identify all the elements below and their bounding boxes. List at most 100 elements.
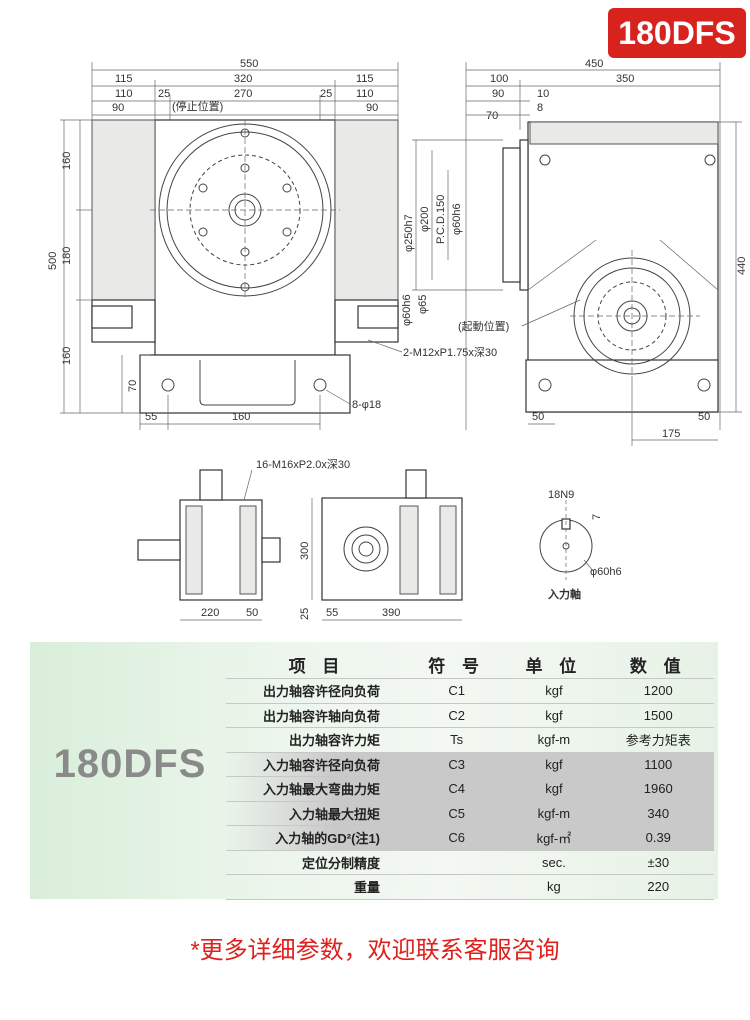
row-value: 340	[602, 801, 714, 826]
dim-50-side-right: 50	[698, 411, 710, 423]
row-symbol: C2	[408, 703, 506, 728]
dim-pcd150: P.C.D.150	[435, 195, 447, 244]
front-shaft-dia2-label: φ65	[417, 295, 429, 314]
header-value: 数 值	[602, 650, 714, 679]
table-row: 定位分制精度 sec. ±30	[226, 850, 714, 875]
dim-500: 500	[47, 252, 59, 270]
dim-90-side: 90	[492, 88, 504, 100]
dim-160-top: 160	[61, 152, 73, 170]
row-value: 1960	[602, 776, 714, 802]
table-row: 出力轴容许力矩 Ts kgf-m 参考力矩表	[226, 727, 714, 753]
row-value: 220	[602, 874, 714, 900]
table-row: 入力轴的GD²(注1) C6 kgf-㎡ 0.39	[226, 825, 714, 851]
row-item: 定位分制精度	[226, 850, 408, 875]
table-row: 入力轴最大弯曲力矩 C4 kgf 1960	[226, 776, 714, 802]
header-unit: 单 位	[505, 650, 603, 679]
row-item: 入力轴容许径向负荷	[226, 752, 408, 777]
dim-phi200: φ200	[419, 207, 431, 233]
dim-50-small: 50	[246, 607, 258, 619]
table-row: 出力轴容许径向负荷 C1 kgf 1200	[226, 678, 714, 704]
spec-model-name: 180DFS	[53, 742, 207, 786]
header-symbol: 符 号	[408, 650, 506, 679]
start-position-label: (起動位置)	[458, 319, 509, 333]
row-value: 0.39	[602, 825, 714, 851]
small-views: 16-M16xP2.0x深30 220 50 300 25 55 390 18N…	[137, 458, 622, 621]
side-view: 450 100 350 90 10 8 70 φ250h7 φ200	[403, 58, 748, 446]
dim-115-right: 115	[356, 73, 374, 85]
dim-180: 180	[61, 247, 73, 265]
dim-115-left: 115	[115, 73, 133, 85]
row-symbol: C4	[408, 776, 506, 802]
row-item: 入力轴的GD²(注1)	[226, 825, 408, 851]
row-item: 入力轴最大扭矩	[226, 801, 408, 826]
dim-50-side-left: 50	[532, 411, 544, 423]
stop-position-label: (停止位置)	[172, 99, 223, 113]
row-symbol: C6	[408, 825, 506, 851]
row-unit: kgf	[505, 752, 603, 777]
tap-spec-label: 16-M16xP2.0x深30	[256, 458, 350, 471]
front-view: 550 115 320 115 110 25 270 25 110 90 90	[47, 58, 497, 430]
row-symbol	[408, 874, 506, 900]
row-unit: kg	[505, 874, 603, 900]
dim-25-small: 25	[299, 608, 311, 620]
dim-18n9: 18N9	[548, 489, 574, 501]
dim-25-right: 25	[320, 88, 332, 100]
table-row: 出力轴容许轴向负荷 C2 kgf 1500	[226, 703, 714, 728]
row-unit: kgf	[505, 776, 603, 802]
dim-450: 450	[585, 58, 603, 70]
spec-table: 项 目 符 号 单 位 数 值 出力轴容许径向负荷 C1 kgf 1200 出力…	[226, 650, 714, 900]
dim-320: 320	[234, 73, 252, 85]
dim-90-left: 90	[112, 102, 124, 114]
front-shaft-dia-label: φ60h6	[401, 294, 413, 326]
row-value: 1200	[602, 678, 714, 704]
row-unit: kgf	[505, 703, 603, 728]
row-symbol	[408, 850, 506, 875]
row-symbol: Ts	[408, 727, 506, 753]
dim-160-bottom: 160	[61, 347, 73, 365]
dim-10: 10	[537, 88, 549, 100]
row-unit: kgf-m	[505, 727, 603, 753]
row-item: 出力轴容许力矩	[226, 727, 408, 753]
row-symbol: C3	[408, 752, 506, 777]
row-value: 1500	[602, 703, 714, 728]
dim-phi60-side: φ60h6	[451, 203, 463, 235]
row-unit: kgf-㎡	[505, 825, 603, 851]
row-symbol: C1	[408, 678, 506, 704]
dim-70-side: 70	[486, 110, 498, 122]
dim-8: 8	[537, 102, 543, 114]
header-item: 项 目	[226, 650, 408, 679]
dim-55: 55	[145, 411, 157, 423]
dim-phi60h6-shaft: φ60h6	[590, 566, 622, 578]
row-item: 出力轴容许轴向负荷	[226, 703, 408, 728]
bolt-hole-label: 8-φ18	[352, 399, 381, 411]
thread-spec-label: 2-M12xP1.75x深30	[403, 346, 497, 359]
spec-header-row: 项 目 符 号 单 位 数 值	[226, 650, 714, 679]
technical-drawing: 550 115 320 115 110 25 270 25 110 90 90	[47, 58, 748, 621]
dim-90-right: 90	[366, 102, 378, 114]
dim-220: 220	[201, 607, 219, 619]
dim-55-small: 55	[326, 607, 338, 619]
row-unit: kgf	[505, 678, 603, 704]
row-value: 参考力矩表	[602, 727, 714, 753]
model-badge: 180DFS	[608, 8, 746, 58]
row-item: 重量	[226, 874, 408, 900]
table-row: 重量 kg 220	[226, 874, 714, 900]
dim-390: 390	[382, 607, 400, 619]
dim-270: 270	[234, 88, 252, 100]
row-value: 1100	[602, 752, 714, 777]
row-symbol: C5	[408, 801, 506, 826]
row-item: 出力轴容许径向负荷	[226, 678, 408, 704]
dim-110-right: 110	[356, 88, 374, 100]
dim-350: 350	[616, 73, 634, 85]
dim-550: 550	[240, 58, 258, 70]
dim-160-base: 160	[232, 411, 250, 423]
dim-300: 300	[299, 542, 311, 560]
dim-7: 7	[591, 514, 603, 520]
row-unit: kgf-m	[505, 801, 603, 826]
dim-70: 70	[127, 380, 139, 392]
table-row: 入力轴最大扭矩 C5 kgf-m 340	[226, 801, 714, 826]
table-row: 入力轴容许径向负荷 C3 kgf 1100	[226, 752, 714, 777]
dim-phi250: φ250h7	[403, 214, 415, 252]
row-item: 入力轴最大弯曲力矩	[226, 776, 408, 802]
dim-25-left: 25	[158, 88, 170, 100]
